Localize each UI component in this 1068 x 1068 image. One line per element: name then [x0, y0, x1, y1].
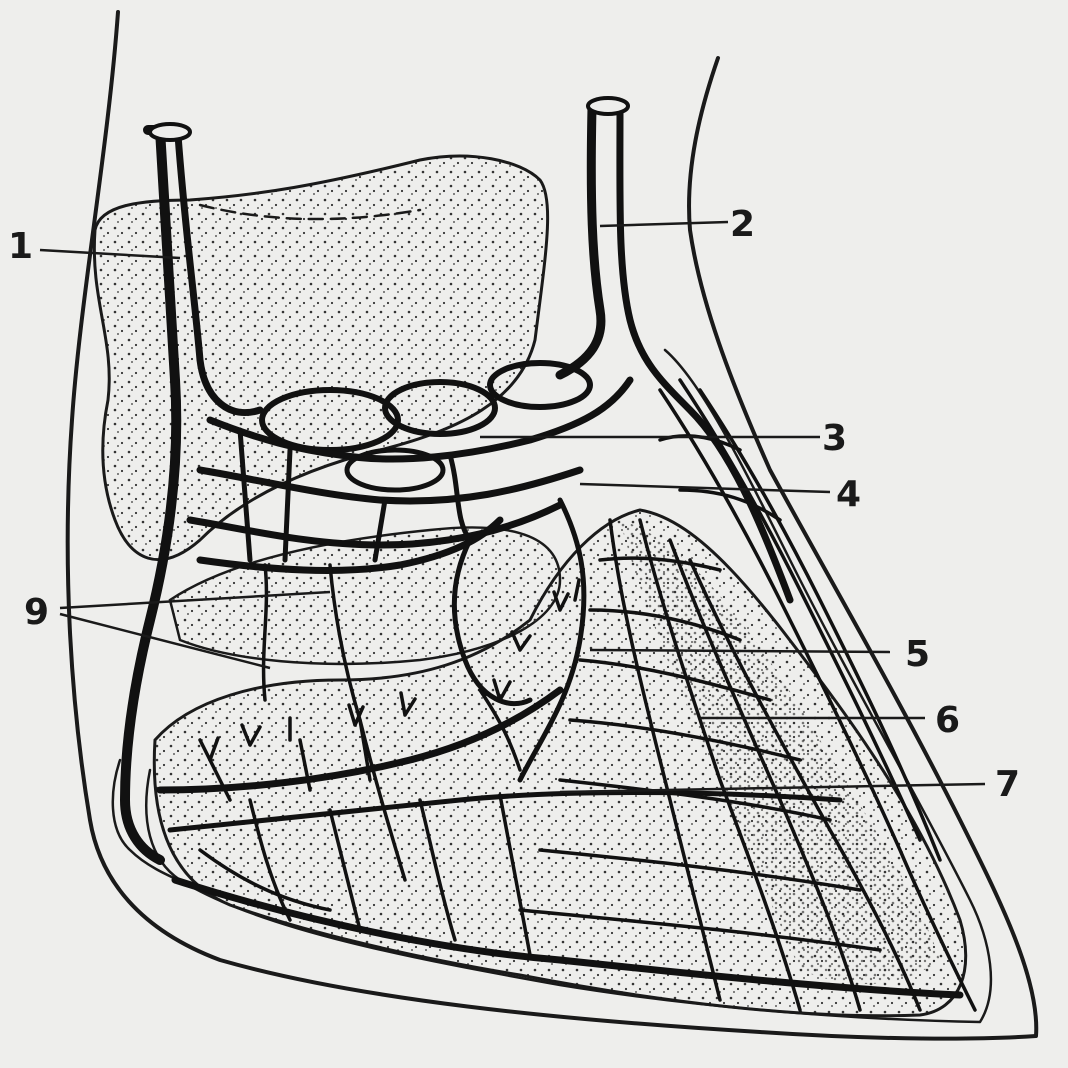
label-3: 3 [822, 418, 847, 459]
label-7: 7 [995, 764, 1020, 805]
label-4: 4 [836, 474, 861, 515]
label-2: 2 [730, 204, 755, 245]
label-1: 1 [8, 226, 33, 267]
label-6: 6 [935, 700, 960, 741]
label-9: 9 [24, 592, 49, 633]
label-5: 5 [905, 634, 930, 675]
